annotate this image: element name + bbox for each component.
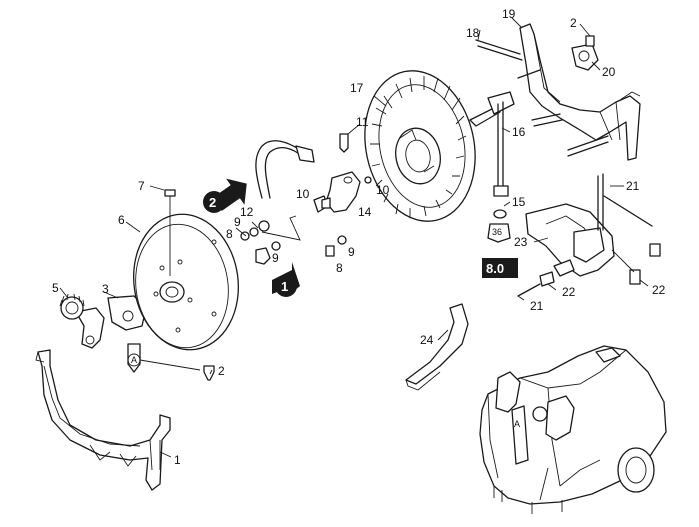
step-arrow-2: 2 [203,178,247,213]
label-part-12: 12 [240,205,254,219]
elbow-fitting-part [313,133,361,213]
valve-bracket-part [517,173,661,297]
label-part-9-a: 9 [234,215,241,229]
fastener-group-left [235,215,301,265]
label-part-18: 18 [466,26,480,40]
label-part-21-bottom: 21 [530,299,544,313]
machine-housing-part: A [479,345,667,514]
label-part-15: 15 [512,195,526,209]
leader-lines [59,17,649,458]
clip-10-parts [321,176,372,209]
label-part-7: 7 [138,179,145,193]
version-badge: 8.0 [482,258,518,278]
label-part-11: 11 [356,115,369,129]
label-part-2-left: 2 [218,364,225,378]
label-part-10-right: 10 [376,183,390,197]
label-part-22-middle: 22 [562,285,576,299]
marker-a-left-text: A [131,355,137,365]
shaft-part [469,91,515,197]
label-part-9-b: 9 [272,251,279,265]
label-part-1: 1 [174,453,181,467]
ring-15-text: 36 [492,227,502,237]
label-part-21-right: 21 [626,179,640,193]
label-part-6: 6 [118,213,125,227]
frame-bracket-part [35,349,171,491]
label-part-3: 3 [102,282,109,296]
label-part-2-right: 2 [570,16,577,30]
marker-a-right-text: A [514,419,520,429]
step-1-text: 1 [281,279,288,294]
screw-2-left-part [203,365,215,381]
screw-8-9-right-part [325,235,347,257]
label-part-23: 23 [514,235,528,249]
knob-part [59,293,85,320]
step-2-text: 2 [209,195,216,210]
label-part-14: 14 [358,205,372,219]
label-part-5: 5 [52,281,59,295]
label-part-16: 16 [512,125,526,139]
label-part-22-right: 22 [652,283,666,297]
bracket-24-part [405,303,469,391]
part-labels: 1 2 2 3 5 6 7 8 8 9 9 9 10 10 11 12 14 1… [52,7,666,467]
label-part-19: 19 [502,7,516,21]
screw-7-part [164,189,176,276]
reel-disc-part [132,213,240,351]
label-part-24: 24 [420,333,434,347]
label-part-8-right: 8 [336,261,343,275]
crank-handle-part [75,295,147,349]
drum-wheel-part [364,70,476,222]
top-bracket-part [475,23,641,161]
version-badge-text: 8.0 [486,261,504,276]
ring-15-part: 36 [487,209,511,243]
step-arrow-1: 1 [272,262,300,297]
label-part-9-c: 9 [348,245,355,259]
label-part-8-left: 8 [226,227,233,241]
label-part-17: 17 [350,81,364,95]
label-part-10-left: 10 [296,187,310,201]
marker-a-left: A [127,343,201,373]
label-part-20: 20 [602,65,616,79]
hose-tube-part [255,140,315,199]
